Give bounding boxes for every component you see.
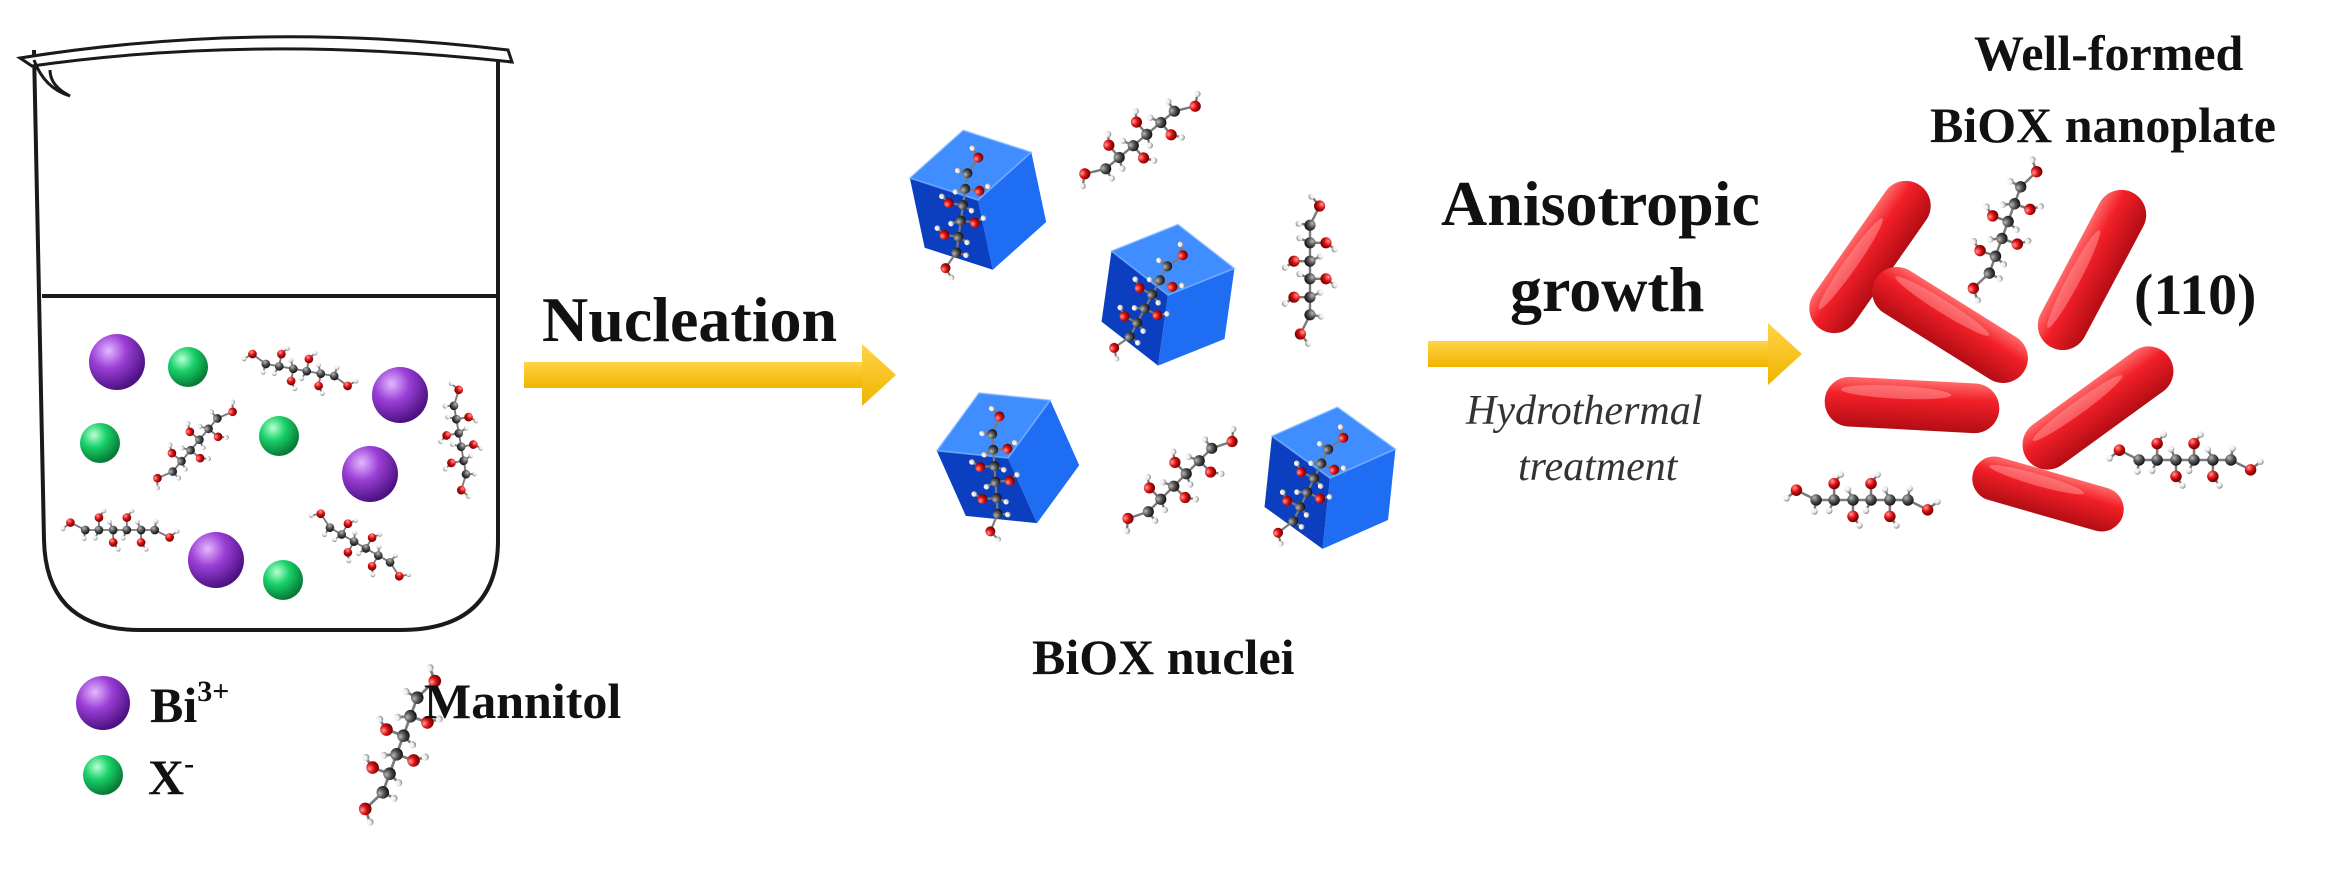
legend-bi-base: Bi [150,677,198,733]
legend-mannitol-label: Mannitol [424,673,622,729]
mannitol-molecule [1949,144,2061,316]
nanoplates-cluster [1782,144,2265,537]
mannitol-molecule [2105,430,2265,490]
nuclei-caption: BiOX nuclei [1032,629,1295,685]
legend-x-charge: - [184,747,195,780]
x-ion [259,416,299,456]
biox-nucleus [1092,215,1239,385]
beaker-spout [32,59,71,98]
nucleation-arrow [524,344,896,406]
facet-label: (110) [2134,262,2257,327]
mannitol-molecule [1104,404,1256,556]
legend-icons [76,651,461,839]
hydrothermal-label-line2: treatment [1518,444,1678,490]
nucleation-label: Nucleation [542,284,838,355]
biox-nucleus [919,368,1098,560]
product-caption-line2: BiOX nanoplate [1930,97,2276,153]
bi-ion [372,367,428,423]
nuclei-cluster [899,67,1400,566]
beaker-liquid [4,296,488,620]
legend-bi-label: Bi3+ [150,677,229,733]
legend-bi-swatch [76,676,130,730]
x-ion [168,347,208,387]
bi-ion [188,532,244,588]
anisotropic-growth-label-line2: growth [1510,254,1705,325]
nanoplate [1862,257,2038,393]
mannitol-molecule [1061,67,1219,213]
biox-nucleus [1257,400,1400,566]
beaker [4,35,515,632]
product-caption-line1: Well-formed [1974,25,2244,81]
biox-nucleus [899,117,1055,293]
beaker-rim [15,35,515,68]
legend-x-base: X [148,749,185,805]
legend-x-label: X- [148,749,194,805]
x-ion [263,560,303,600]
legend-bi-charge: 3+ [197,675,230,708]
bi-ion [342,446,398,502]
mannitol-molecule [1280,191,1340,348]
ions-in-solution [59,334,493,600]
x-ion [80,423,120,463]
bi-ion [89,334,145,390]
growth-arrow [1428,323,1802,385]
beaker-glass [32,49,500,632]
nanoplate [1823,375,2001,435]
anisotropic-growth-label-line1: Anisotropic [1441,168,1760,239]
mannitol-molecule [1782,470,1942,530]
hydrothermal-label-line1: Hydrothermal [1466,388,1703,434]
legend-x-swatch [83,755,123,795]
